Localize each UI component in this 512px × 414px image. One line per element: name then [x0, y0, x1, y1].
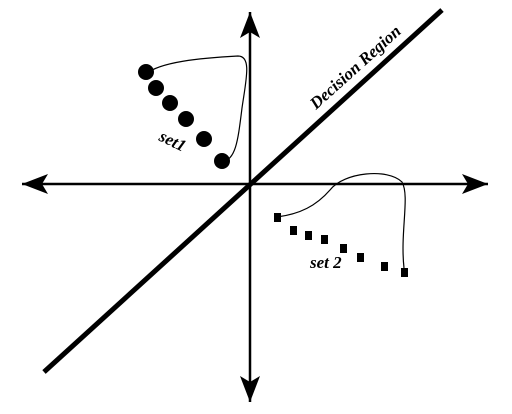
decision-region-label: Decision Region [305, 21, 404, 113]
set2-marker [274, 213, 281, 222]
set1-marker [148, 80, 164, 96]
set2-marker [321, 235, 328, 244]
y-axis-bottom-arrowhead [240, 376, 260, 402]
set1-boundary-curve [145, 55, 248, 163]
set2-marker [401, 268, 408, 277]
set2-marker [357, 253, 364, 262]
set1-marker [214, 153, 230, 169]
set2-marker [381, 262, 388, 271]
set1-marker [196, 131, 212, 147]
set2-label: set 2 [309, 253, 342, 272]
set2-marker [340, 244, 347, 253]
set1-marker [178, 111, 194, 127]
x-axis-left-arrowhead [22, 174, 48, 194]
set2-marker [305, 231, 312, 240]
set2-marker [290, 226, 297, 235]
set1-marker [138, 64, 154, 80]
x-axis-right-arrowhead [462, 174, 488, 194]
set2-markers [274, 213, 408, 277]
set1-markers [138, 64, 230, 169]
set1-label: set1 [155, 126, 189, 156]
set1-marker [162, 95, 178, 111]
set2-boundary-curve [276, 172, 406, 269]
decision-boundary-line [42, 8, 444, 374]
y-axis-top-arrowhead [240, 12, 260, 38]
